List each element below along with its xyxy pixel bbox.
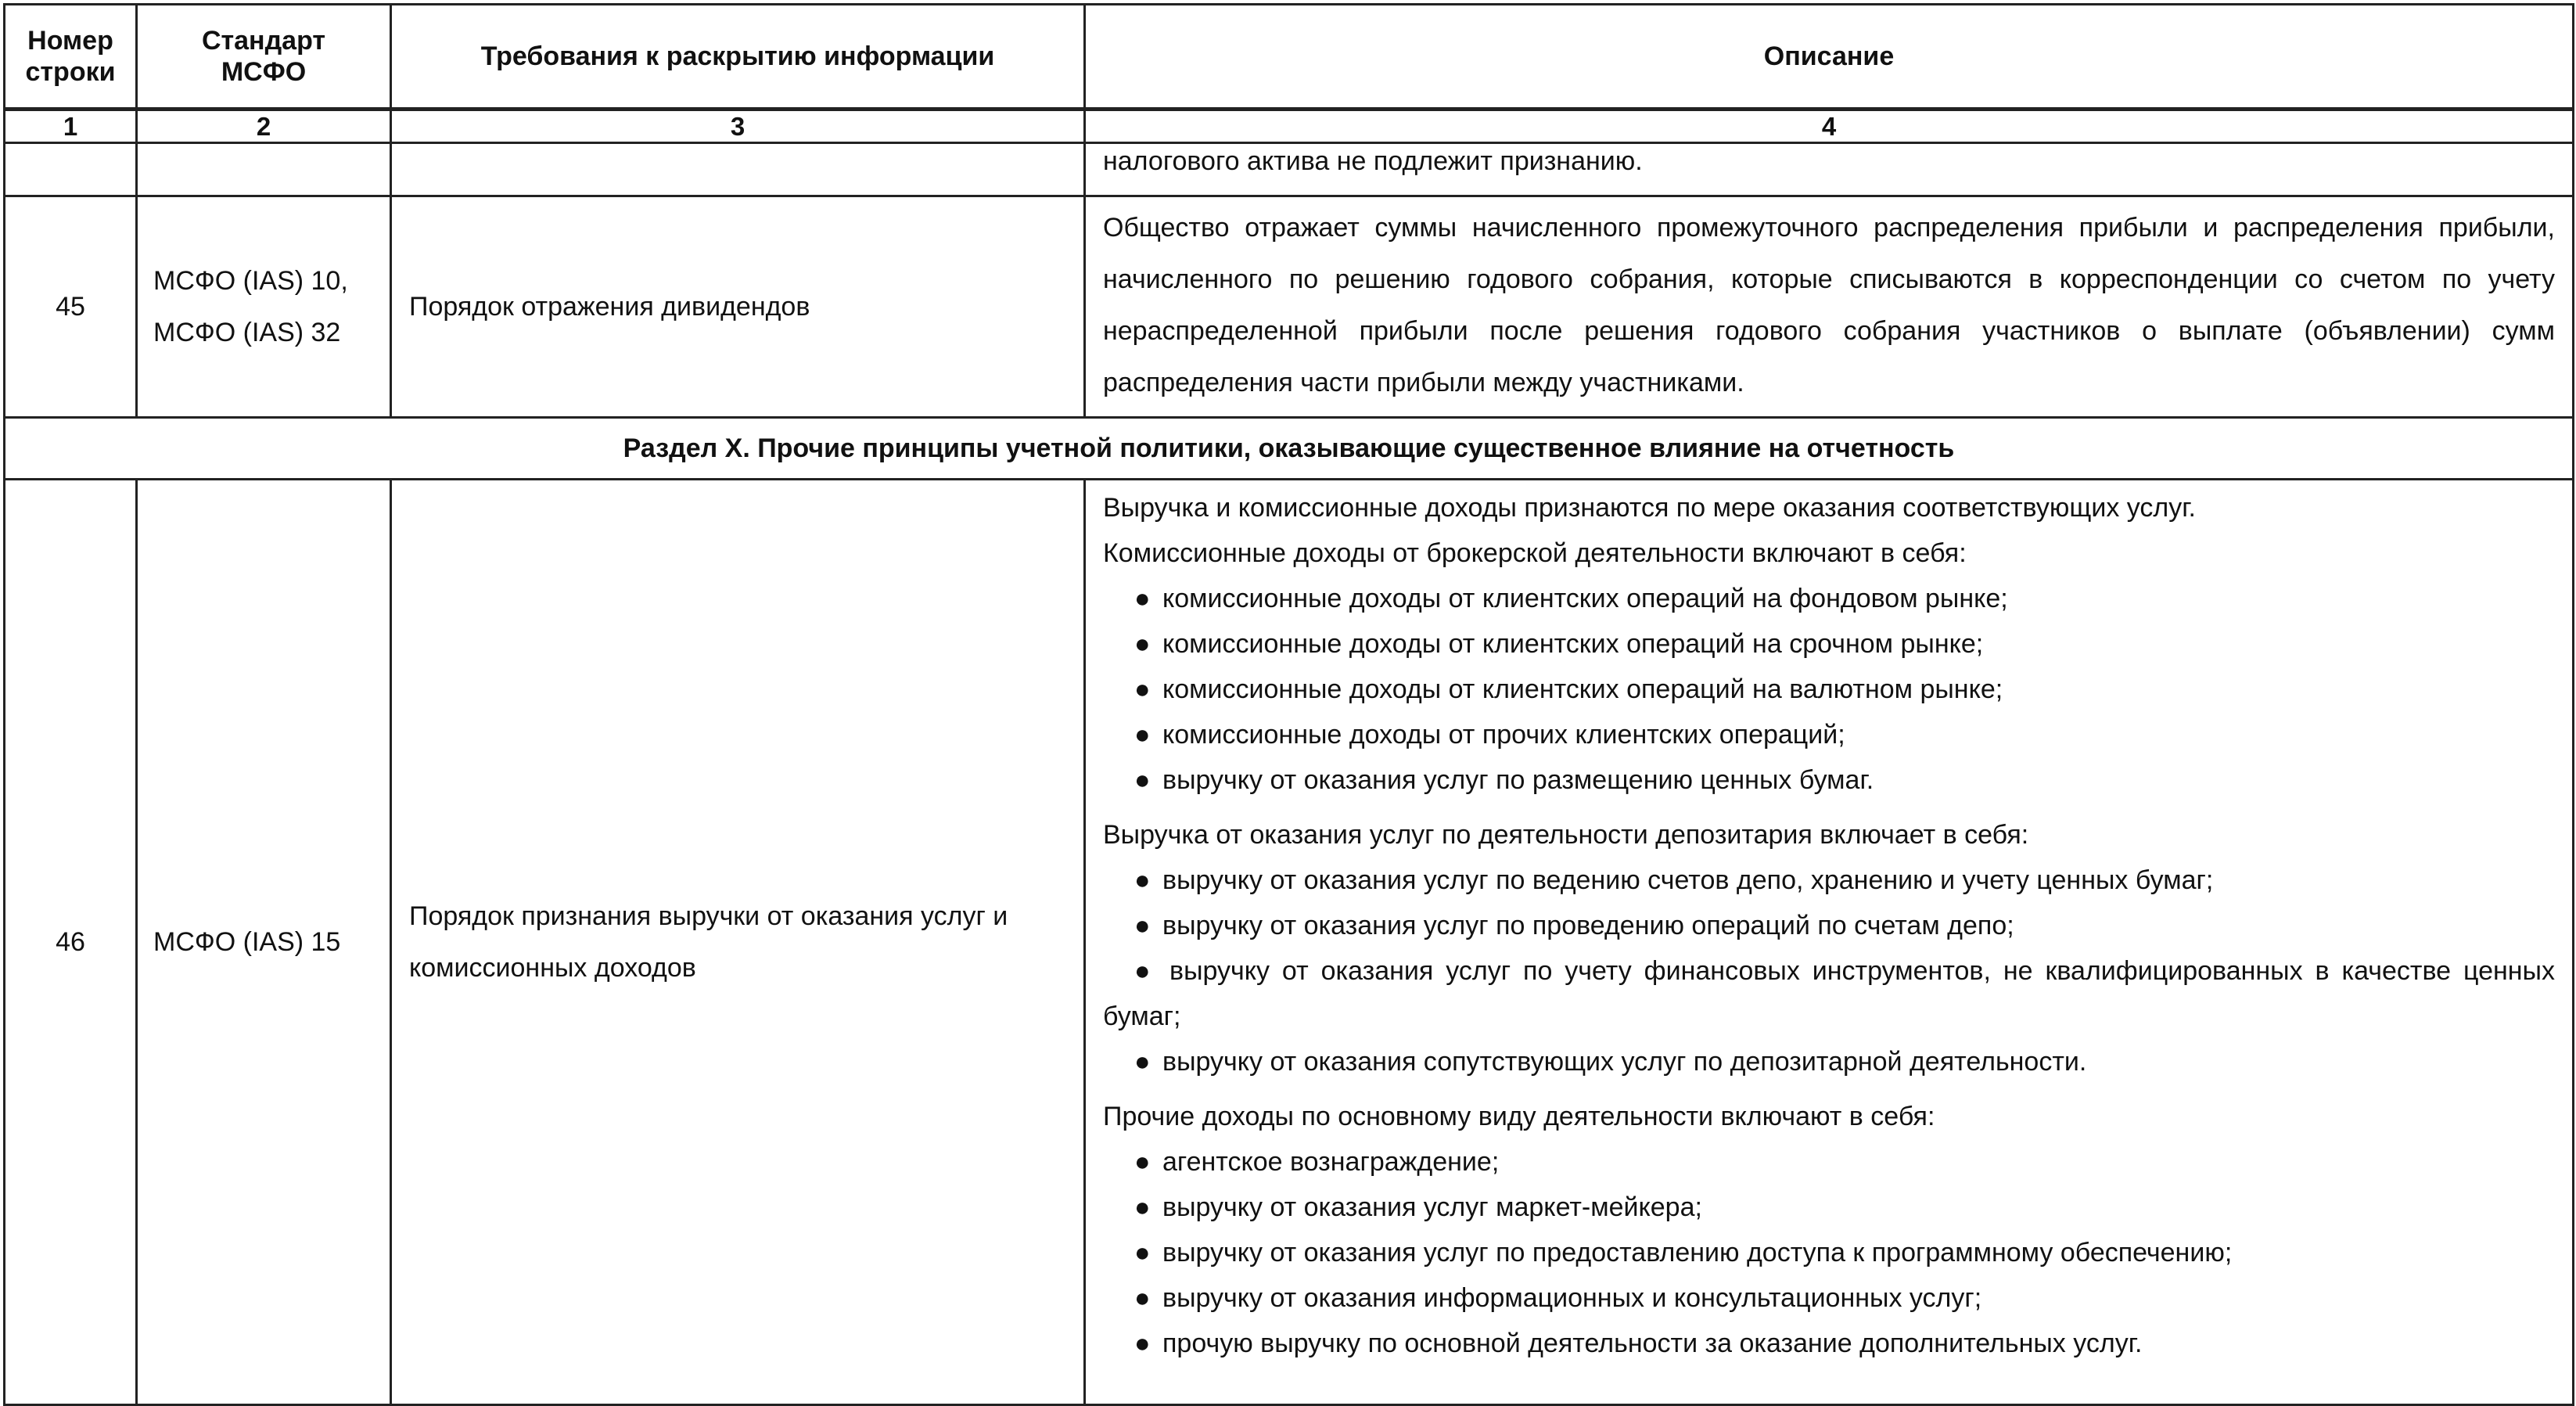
list-item: ● агентское вознаграждение; [1134, 1139, 2555, 1185]
row-requirement: Порядок признания выручки от оказания ус… [390, 478, 1086, 1406]
row-standard: МСФО (IAS) 10, МСФО (IAS) 32 [135, 195, 392, 419]
row-standard: МСФО (IAS) 15 [135, 478, 392, 1406]
depository-heading: Выручка от оказания услуг по деятельност… [1103, 820, 2029, 850]
bullet-icon: ● [1134, 720, 1151, 750]
bullet-icon: ● [1134, 584, 1151, 613]
list-item: ● выручку от оказания услуг по проведению… [1134, 903, 2555, 948]
section-heading-row: Раздел X. Прочие принципы учетной полити… [3, 416, 2574, 480]
section-title: Раздел X. Прочие принципы учетной полити… [3, 416, 2574, 480]
header-requirements: Требования к раскрытию информации [390, 3, 1086, 111]
list-item-text: выручку от оказания услуг по ведению сче… [1162, 865, 2214, 895]
list-item: ● прочую выручку по основной деятельности… [1134, 1321, 2555, 1366]
row-description: Общество отражает суммы начисленного про… [1083, 195, 2574, 419]
bullet-icon: ● [1134, 865, 1151, 895]
row-number: 45 [3, 195, 138, 419]
depository-list-continued: ● выручку от оказания сопутствующих услуг… [1103, 1039, 2555, 1084]
row-description: Выручка и комиссионные доходы признаются… [1083, 478, 2574, 1406]
column-number-2: 2 [135, 108, 392, 144]
revenue-intro: Выручка и комиссионные доходы признаются… [1103, 493, 2196, 523]
bullet-icon: ● [1134, 674, 1151, 704]
list-item: ● комиссионные доходы от клиентских опера… [1134, 576, 2555, 621]
list-item-text: комиссионные доходы от клиентских операц… [1162, 629, 1984, 659]
list-item-text: прочую выручку по основной деятельности … [1162, 1329, 2143, 1358]
list-item: ● комиссионные доходы от клиентских опера… [1134, 667, 2555, 712]
header-row-number-line1: Номер [27, 26, 113, 56]
row-number: 46 [3, 478, 138, 1406]
header-row-number-line2: строки [25, 57, 116, 87]
column-number-row: 1 2 3 4 [3, 108, 2574, 144]
header-description: Описание [1083, 3, 2574, 111]
continuation-description: налогового актива не подлежит признанию. [1083, 142, 2574, 197]
list-item: ● выручку от оказания информационных и ко… [1134, 1275, 2555, 1321]
list-item-text: комиссионные доходы от клиентских операц… [1162, 584, 2008, 613]
list-item: ●выручку от оказания услуг по учету фина… [1103, 948, 2555, 1039]
list-item-text: комиссионные доходы от клиентских операц… [1162, 674, 2003, 704]
bullet-icon: ● [1134, 765, 1151, 795]
bullet-icon: ● [1134, 1238, 1151, 1268]
bullet-icon: ● [1134, 1329, 1151, 1358]
bullet-icon: ● [1134, 629, 1151, 659]
list-item: ● комиссионные доходы от клиентских опера… [1134, 621, 2555, 667]
list-item-text: комиссионные доходы от прочих клиентских… [1162, 720, 1845, 750]
list-item: ● выручку от оказания услуг по предоставл… [1134, 1230, 2555, 1275]
bullet-icon: ● [1134, 1192, 1151, 1222]
table-row-46: 46 МСФО (IAS) 15 Порядок признания выруч… [3, 478, 2574, 1406]
list-item-text: выручку от оказания услуг по учету финан… [1103, 956, 2555, 1031]
list-item-text: выручку от оказания услуг по размещению … [1162, 765, 1874, 795]
continuation-requirement-cell [390, 142, 1086, 197]
list-item-text: выручку от оказания услуг по предоставле… [1162, 1238, 2233, 1268]
other-income-list: ● агентское вознаграждение; ● выручку от о… [1103, 1139, 2555, 1366]
table-row-45: 45 МСФО (IAS) 10, МСФО (IAS) 32 Порядок … [3, 195, 2574, 419]
list-item-text: выручку от оказания услуг маркет-мейкера… [1162, 1192, 1702, 1222]
header-standard-line2: МСФО [221, 57, 307, 87]
column-number-3: 3 [390, 108, 1086, 144]
row-requirement: Порядок отражения дивидендов [390, 195, 1086, 419]
list-item: ● выручку от оказания услуг по размещению… [1134, 757, 2555, 803]
list-item-text: агентское вознаграждение; [1162, 1147, 1500, 1177]
depository-list: ● выручку от оказания услуг по ведению сч… [1103, 858, 2555, 948]
column-number-1: 1 [3, 108, 138, 144]
column-number-4: 4 [1083, 108, 2574, 144]
list-item-text: выручку от оказания сопутствующих услуг … [1162, 1047, 2087, 1077]
bullet-icon: ● [1134, 1047, 1151, 1077]
list-item-text: выручку от оказания услуг по проведению … [1162, 911, 2014, 940]
list-item: ● комиссионные доходы от прочих клиентски… [1134, 712, 2555, 757]
bullet-icon: ● [1134, 911, 1151, 940]
list-item: ● выручку от оказания услуг маркет-мейкер… [1134, 1185, 2555, 1230]
other-income-heading: Прочие доходы по основному виду деятельн… [1103, 1102, 1935, 1131]
brokerage-heading: Комиссионные доходы от брокерской деятел… [1103, 538, 1967, 568]
bullet-icon: ● [1134, 956, 1156, 986]
continuation-standard-cell [135, 142, 392, 197]
continuation-number-cell [3, 142, 138, 197]
brokerage-list: ● комиссионные доходы от клиентских опера… [1103, 576, 2555, 803]
list-item: ● выручку от оказания услуг по ведению сч… [1134, 858, 2555, 903]
list-item: ● выручку от оказания сопутствующих услуг… [1134, 1039, 2555, 1084]
header-standard-line1: Стандарт [201, 26, 326, 56]
bullet-icon: ● [1134, 1147, 1151, 1177]
list-item-text: выручку от оказания информационных и кон… [1162, 1283, 1982, 1313]
continuation-row: налогового актива не подлежит признанию. [3, 142, 2574, 197]
bullet-icon: ● [1134, 1283, 1151, 1313]
